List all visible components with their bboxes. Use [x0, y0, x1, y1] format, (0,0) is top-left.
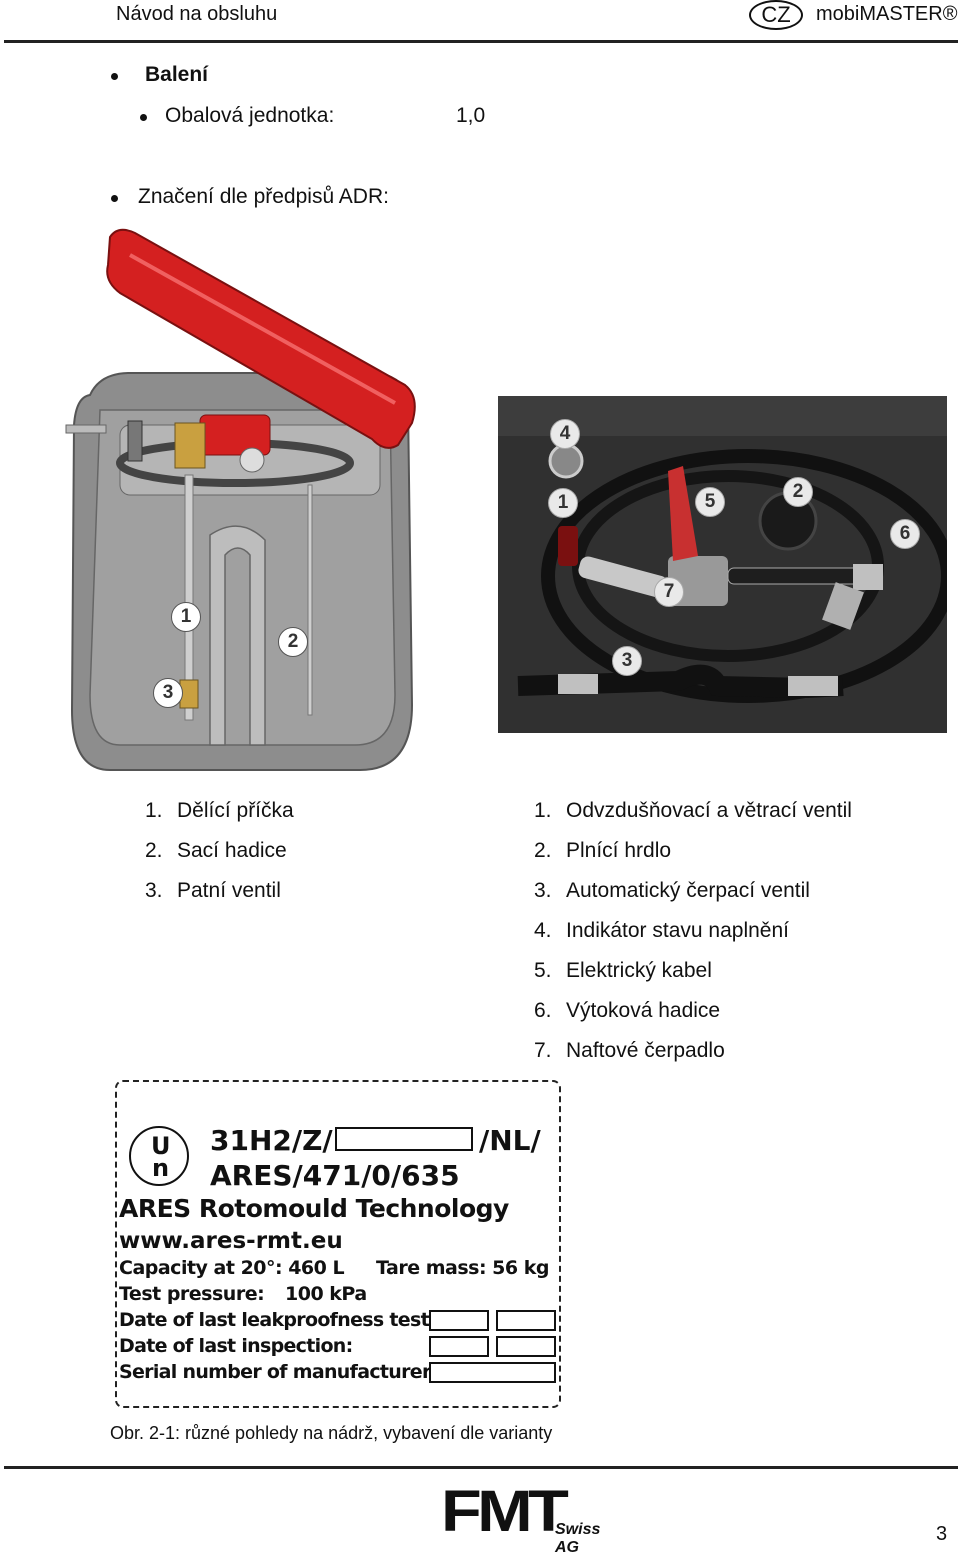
- inspection-date-box: [429, 1336, 489, 1357]
- un-logo-bottom: n: [152, 1154, 170, 1182]
- list-text: Odvzdušňovací a větrací ventil: [566, 799, 852, 822]
- plate-code-end: /NL/: [479, 1124, 541, 1157]
- packaging-unit-label: Obalová jednotka:: [165, 104, 335, 127]
- callout-suction-hose: 2: [278, 627, 308, 657]
- bullet-icon: [140, 114, 147, 121]
- callout-electric-cable: 5: [695, 487, 725, 517]
- list-text: Plnící hrdlo: [566, 839, 672, 862]
- tank-parts-list: 1. Dělící příčka 2. Sací hadice 3. Patní ve…: [145, 791, 294, 911]
- plate-approval: ARES/471/0/635: [210, 1159, 460, 1192]
- language-code: CZ: [761, 2, 791, 27]
- header-rule: [4, 40, 958, 43]
- list-number: 3.: [534, 879, 552, 902]
- list-number: 1.: [534, 799, 552, 822]
- callout-auto-nozzle: 3: [612, 646, 642, 676]
- list-text: Dělící příčka: [177, 799, 294, 822]
- plate-company: ARES Rotomould Technology: [119, 1194, 509, 1223]
- un-logo-icon: U n: [129, 1126, 189, 1186]
- header-doc-title: Návod na obsluhu: [116, 3, 278, 25]
- adr-plate: U n 31H2/Z/ /NL/ ARES/471/0/635 ARES Rot…: [115, 1080, 561, 1408]
- callout-foot-valve: 3: [153, 678, 183, 708]
- plate-code-start: 31H2/Z/: [210, 1124, 333, 1157]
- footer-rule: [4, 1466, 958, 1469]
- tank-drawing: [65, 228, 416, 771]
- list-number: 5.: [534, 959, 552, 982]
- packaging-unit-value: 1,0: [456, 104, 486, 127]
- list-item: 4. Indikátor stavu naplnění: [534, 911, 852, 951]
- figure-caption: Obr. 2-1: různé pohledy na nádrž, vybave…: [110, 1423, 553, 1443]
- list-text: Patní ventil: [177, 879, 281, 902]
- plate-test-pressure-label: Test pressure:: [119, 1283, 265, 1305]
- logo-subtitle: Swiss AG: [555, 1521, 601, 1556]
- callout-dividing-wall: 1: [171, 602, 201, 632]
- list-number: 7.: [534, 1039, 552, 1062]
- plate-tare: Tare mass: 56 kg: [376, 1257, 549, 1279]
- list-item: 1. Odvzdušňovací a větrací ventil: [534, 791, 852, 831]
- plate-capacity: Capacity at 20°: 460 L: [119, 1257, 345, 1279]
- plate-test-pressure-value: 100 kPa: [285, 1283, 367, 1305]
- section-heading-packaging: Balení: [145, 63, 209, 86]
- bullet-icon: [111, 195, 118, 202]
- callout-vent-valve: 1: [548, 488, 578, 518]
- language-badge: CZ: [749, 0, 803, 30]
- list-text: Indikátor stavu naplnění: [566, 919, 789, 942]
- list-item: 7. Naftové čerpadlo: [534, 1031, 852, 1071]
- plate-serial-label: Serial number of manufacturer:: [119, 1361, 438, 1383]
- header-brand: mobiMASTER®: [816, 3, 958, 25]
- list-item: 6. Výtoková hadice: [534, 991, 852, 1031]
- pump-parts-list: 1. Odvzdušňovací a větrací ventil 2. Plníc…: [534, 791, 852, 1071]
- fmt-logo: FMT Swiss AG: [441, 1479, 626, 1557]
- leakproof-date-box: [496, 1310, 556, 1331]
- list-number: 4.: [534, 919, 552, 942]
- list-item: 2. Sací hadice: [145, 831, 294, 871]
- callout-outlet-hose: 6: [890, 519, 920, 549]
- list-number: 3.: [145, 879, 163, 902]
- list-text: Výtoková hadice: [566, 999, 721, 1022]
- leakproof-date-box: [429, 1310, 489, 1331]
- list-number: 2.: [534, 839, 552, 862]
- list-number: 2.: [145, 839, 163, 862]
- list-text: Naftové čerpadlo: [566, 1039, 725, 1062]
- plate-inspection-label: Date of last inspection:: [119, 1335, 353, 1357]
- callout-filler-neck: 2: [783, 477, 813, 507]
- list-text: Elektrický kabel: [566, 959, 712, 982]
- plate-leakproof-label: Date of last leakproofness test:: [119, 1309, 437, 1331]
- callout-fill-indicator: 4: [550, 419, 580, 449]
- logo-wordmark: FMT: [441, 1479, 569, 1544]
- plate-website: www.ares-rmt.eu: [119, 1228, 343, 1254]
- adr-marking-label: Značení dle předpisů ADR:: [138, 185, 389, 208]
- page-number: 3: [936, 1523, 948, 1545]
- list-text: Automatický čerpací ventil: [566, 879, 810, 902]
- bullet-icon: [111, 73, 118, 80]
- pump-photo: 4 1 5 2 6 7 3: [498, 396, 947, 733]
- un-logo-top: U: [151, 1132, 171, 1160]
- list-item: 5. Elektrický kabel: [534, 951, 852, 991]
- plate-code-blank: [335, 1127, 473, 1151]
- tank-illustration: 1 2 3: [60, 225, 420, 775]
- list-text: Sací hadice: [177, 839, 287, 862]
- list-item: 1. Dělící příčka: [145, 791, 294, 831]
- list-item: 3. Patní ventil: [145, 871, 294, 911]
- inspection-date-box: [496, 1336, 556, 1357]
- callout-diesel-pump: 7: [654, 577, 684, 607]
- list-number: 6.: [534, 999, 552, 1022]
- list-number: 1.: [145, 799, 163, 822]
- serial-number-box: [429, 1362, 556, 1383]
- list-item: 3. Automatický čerpací ventil: [534, 871, 852, 911]
- list-item: 2. Plnící hrdlo: [534, 831, 852, 871]
